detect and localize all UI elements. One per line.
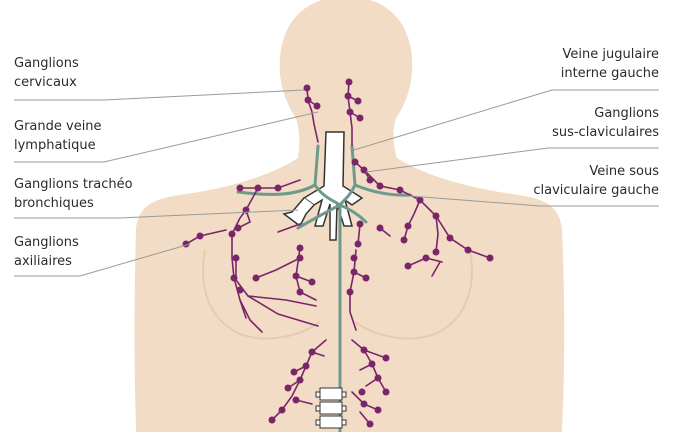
label-grande-veine-lymphatique: Grande veine lymphatique [14, 117, 102, 155]
label-ganglions-axillaires: Ganglions axiliaires [14, 233, 79, 271]
label-ganglions-cervicaux: Ganglions cervicaux [14, 54, 79, 92]
label-veine-sous-claviculaire: Veine sous claviculaire gauche [533, 162, 659, 200]
spine [316, 388, 346, 428]
label-ganglions-sus-claviculaires: Ganglions sus-claviculaires [552, 104, 659, 142]
label-veine-jugulaire: Veine jugulaire interne gauche [561, 45, 659, 83]
label-ganglions-tracheo-bronchiques: Ganglions trachéo bronchiques [14, 175, 133, 213]
